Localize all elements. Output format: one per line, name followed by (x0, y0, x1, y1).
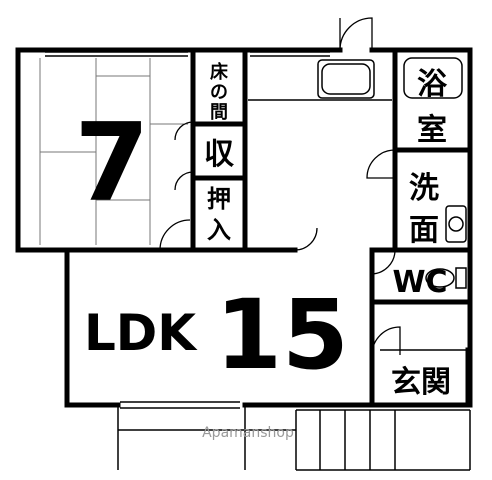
door-swings (159, 17, 401, 356)
tokonoma-label-3: 間 (210, 102, 228, 123)
ldk-size: 15 (215, 279, 349, 391)
storage-label: 収 (204, 137, 235, 172)
entrance-label: 玄関 (391, 365, 451, 400)
closet-label-1: 押 (207, 185, 231, 213)
tokonoma-label-2: の (210, 82, 228, 103)
tokonoma-label-1: 床 (210, 61, 229, 83)
washitsu-size: 7 (74, 101, 149, 226)
bath-label-2: 室 (417, 113, 447, 148)
ldk-label: LDK (84, 304, 198, 362)
closet-label-2: 入 (207, 216, 231, 244)
thin-lines (45, 51, 471, 471)
watermark: Apamanshop (202, 425, 294, 441)
walls (15, 47, 473, 408)
tatami-lines (39, 58, 188, 245)
bath-label-1: 浴 (417, 67, 448, 102)
toilet-label: WC (392, 265, 447, 300)
washroom-label-2: 面 (409, 213, 439, 248)
washroom-label-1: 洗 (409, 171, 439, 206)
